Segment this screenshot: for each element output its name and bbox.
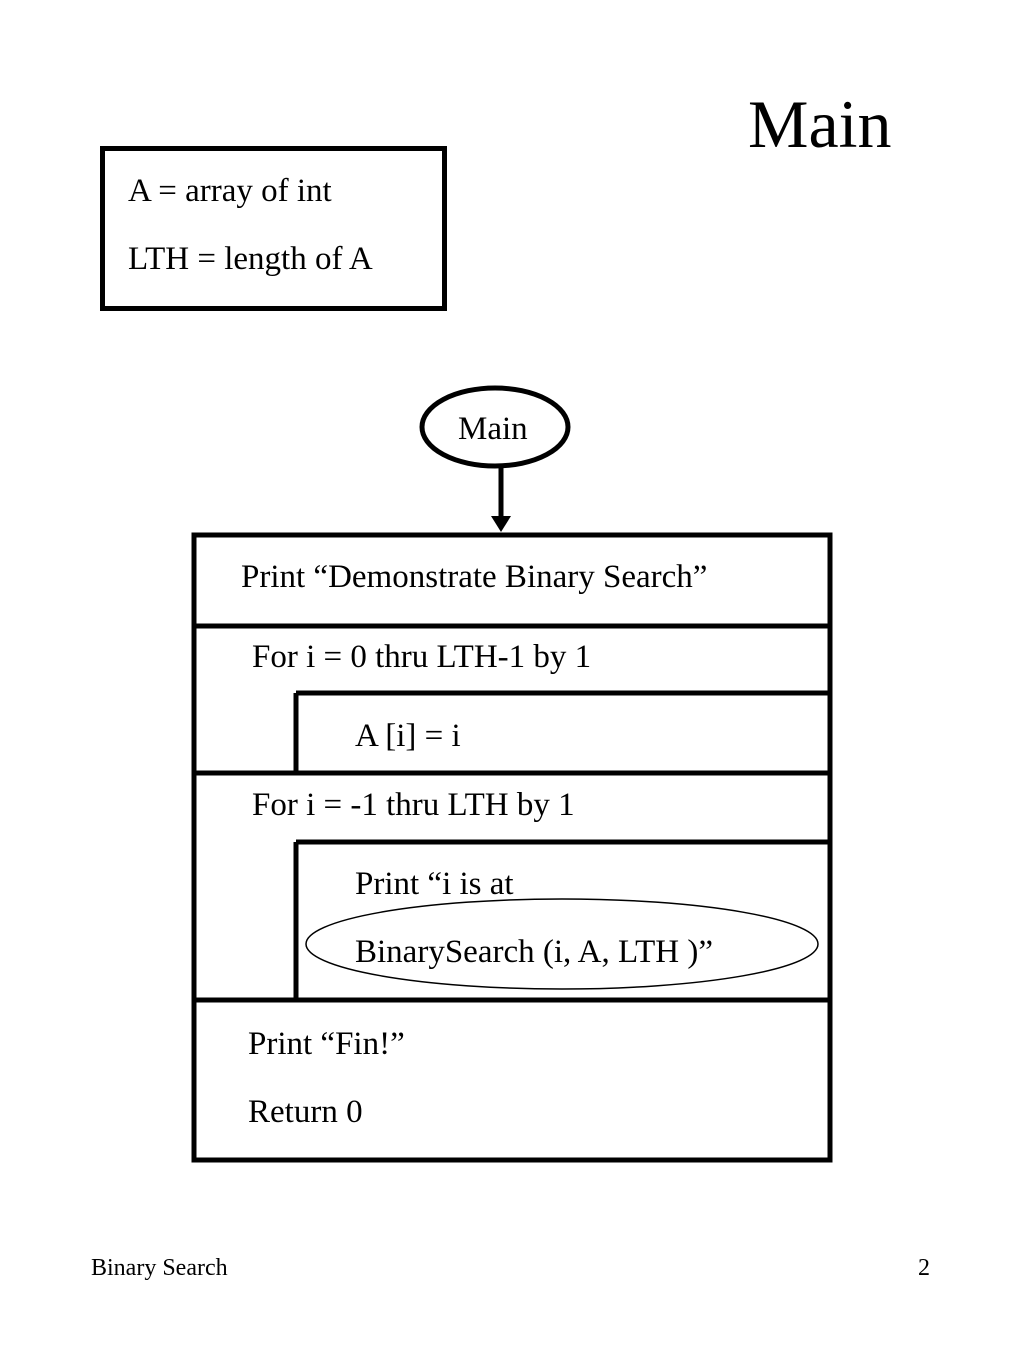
footer-title: Binary Search [91,1255,228,1281]
start-connector-arrowhead [491,516,511,532]
footer-page-number: 2 [918,1255,930,1281]
start-terminator [419,385,571,469]
print-intro-statement: Print “Demonstrate Binary Search” [241,559,708,595]
slide-title: Main [748,86,892,162]
loop2-header: For i = -1 thru LTH by 1 [252,787,575,823]
loop1-body-statement: A [i] = i [355,718,461,754]
loop2-body-line1: Print “i is at [355,866,514,902]
declarations-box [100,146,447,311]
loop1-header: For i = 0 thru LTH-1 by 1 [252,639,592,675]
binarysearch-call-highlight [305,898,819,990]
main-structure-frame [191,532,833,1163]
declaration-length: LTH = length of A [128,241,373,277]
loop2-body-line2: BinarySearch (i, A, LTH )” [355,934,714,970]
declaration-array: A = array of int [128,173,332,209]
return-statement: Return 0 [248,1094,363,1130]
start-terminator-label: Main [458,411,528,447]
print-fin-statement: Print “Fin!” [248,1026,405,1062]
